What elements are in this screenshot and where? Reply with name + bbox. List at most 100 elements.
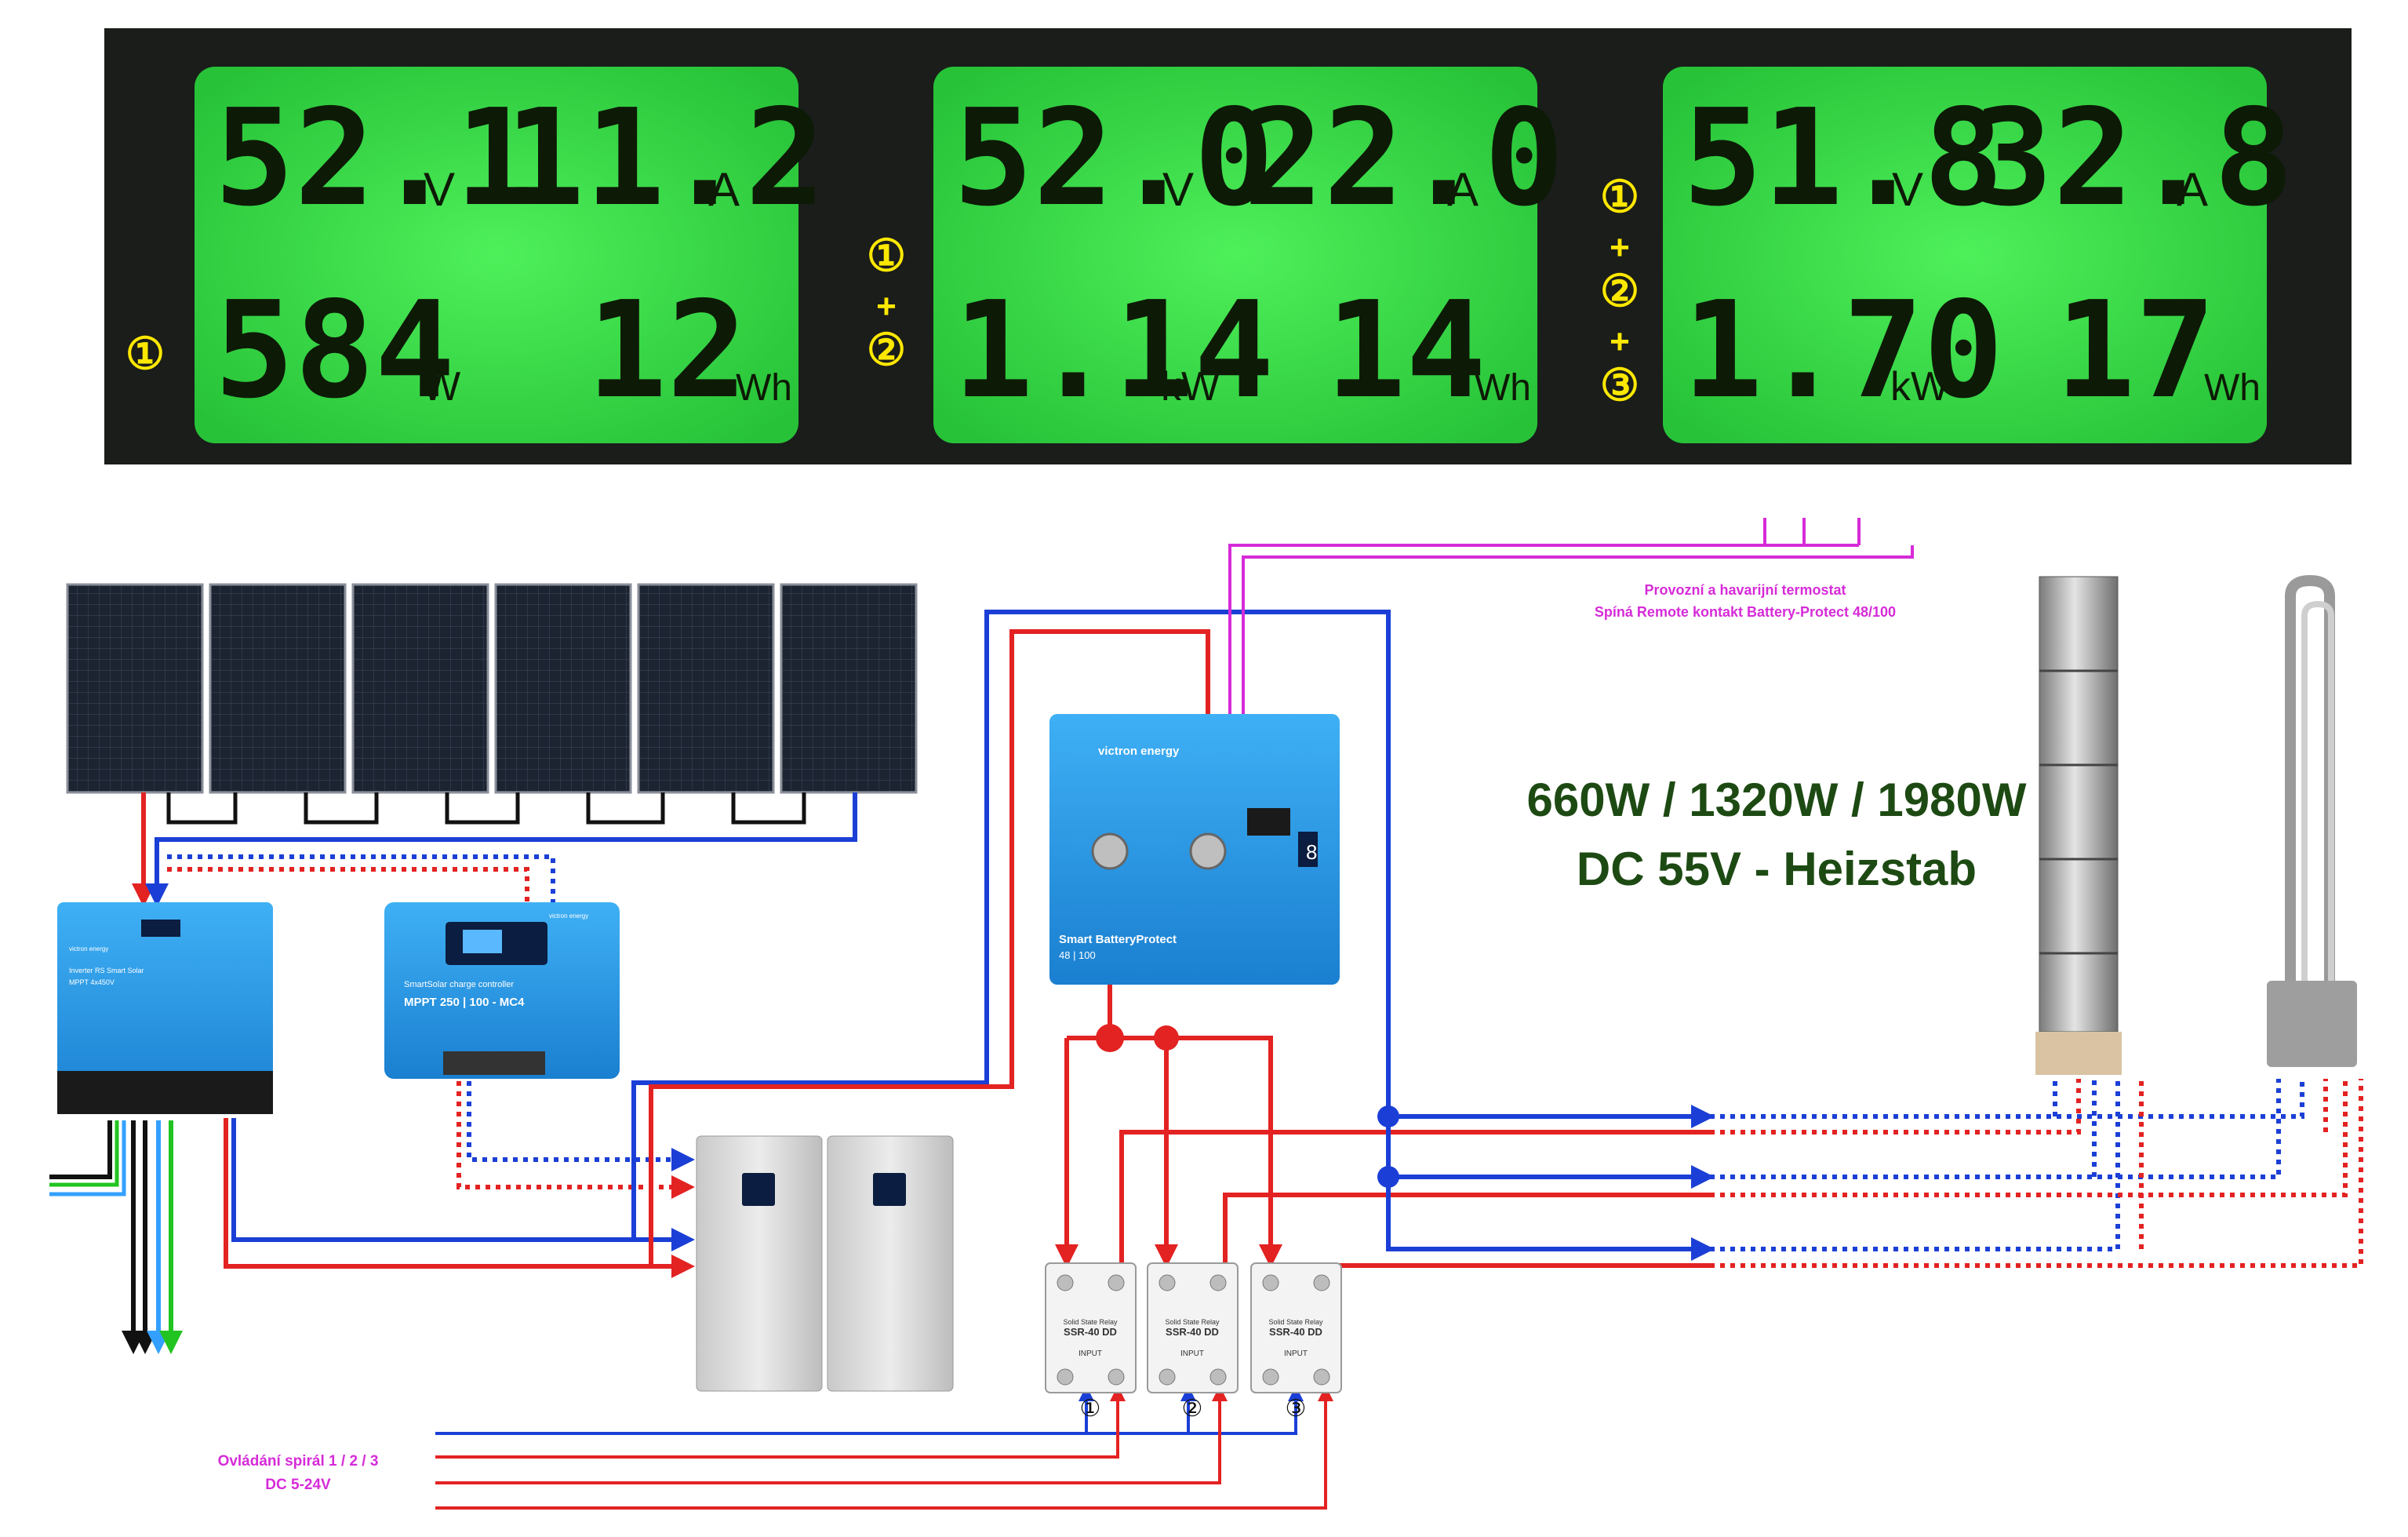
solar-panel — [66, 583, 204, 794]
lcd-current: 22.0 — [1243, 81, 1564, 236]
lcd-power: 1.14 — [953, 273, 1274, 428]
voltage-heading: DC 55V - Heizstab — [1577, 843, 1977, 895]
mppt-battery-positive — [457, 1071, 695, 1199]
lcd-energy: 17 — [2055, 273, 2216, 428]
lcd-power: 1.70 — [1682, 273, 2003, 428]
lcd-power-unit: W — [422, 364, 460, 410]
lcd-screen — [1663, 67, 2267, 443]
lcd-label-1: ① — [125, 329, 165, 378]
inverter-rs-smart-solar: victron energy Inverter RS Smart Solar M… — [57, 902, 273, 1114]
lcd-voltage-unit: V — [1162, 163, 1194, 216]
bp-brand: victron energy — [1098, 745, 1180, 758]
junction-dots — [1096, 1024, 1399, 1188]
heater-element-tubular — [2267, 574, 2357, 1067]
ssr3-output — [1327, 1263, 1710, 1279]
solar-panel — [494, 583, 632, 794]
control-note-2: DC 5-24V — [265, 1477, 331, 1493]
solar-panel — [351, 583, 489, 794]
lcd-current-unit: A — [1447, 163, 1479, 216]
lcd-power-unit: kW — [1161, 364, 1220, 410]
lcd-energy: 14 — [1326, 273, 1486, 428]
lcd-current-unit: A — [708, 163, 740, 216]
ssr-input-label: INPUT — [1079, 1349, 1102, 1358]
lcd-label-token: + — [876, 287, 897, 326]
panel-series-links — [166, 792, 806, 825]
smart-battery-protect: victron energy Smart BatteryProtect 48 |… — [1049, 714, 1340, 985]
thermostat-note-1: Provozní a havarijní termostat — [1644, 582, 1846, 598]
pv-dotted-positive — [167, 867, 529, 902]
lcd-current: 32.8 — [1973, 81, 2293, 236]
ssr-input-label: INPUT — [1180, 1349, 1204, 1358]
ssr-model: SSR-40 DD — [1269, 1326, 1322, 1338]
lcd-current-unit: A — [2177, 163, 2208, 216]
power-heading: 660W / 1320W / 1980W — [1527, 774, 2027, 826]
battery-positive-to-protect — [649, 629, 1220, 1266]
ssr-caption: Solid State Relay — [1063, 1318, 1118, 1326]
bp-name: Smart BatteryProtect — [1059, 933, 1177, 946]
lcd-energy-unit: Wh — [1475, 367, 1531, 409]
lcd-label-token: ① — [125, 329, 165, 378]
ssr-model: SSR-40 DD — [1064, 1326, 1117, 1338]
inverter-label-1: Inverter RS Smart Solar — [69, 967, 144, 974]
lcd-power: 584 — [214, 273, 455, 428]
lcd-energy-unit: Wh — [2204, 367, 2261, 409]
battery-bank — [696, 1135, 954, 1392]
ssr-number: ① — [1080, 1396, 1101, 1422]
solar-array — [66, 583, 918, 794]
lcd-panel-labels: ①①+②①+②+③ — [125, 172, 1639, 410]
ssr-number: ③ — [1286, 1396, 1307, 1422]
lcd-screen — [195, 67, 798, 443]
inverter-label-2: MPPT 4x450V — [69, 978, 115, 986]
ssr-model: SSR-40 DD — [1166, 1326, 1219, 1338]
mppt-charge-controller: SmartSolar charge controller MPPT 250 | … — [384, 902, 620, 1079]
lcd-label-2: ① +② — [867, 231, 906, 374]
lcd-voltage-unit: V — [1892, 163, 1923, 216]
ssr2-output — [1223, 1193, 1710, 1279]
ssr-caption: Solid State Relay — [1165, 1318, 1220, 1326]
mppt-label-2: MPPT 250 | 100 - MC4 — [404, 996, 525, 1009]
lcd-energy-unit: Wh — [736, 367, 792, 409]
lcd-screen — [933, 67, 1537, 443]
bp-model: 48 | 100 — [1059, 949, 1096, 961]
battery-negative-bus — [631, 610, 1391, 1240]
dc-wiring — [49, 518, 2363, 1510]
lcd-label-token: + — [1610, 228, 1630, 267]
inverter-battery-positive — [224, 1118, 695, 1278]
solar-panel — [637, 583, 775, 794]
thermostat-note-2: Spíná Remote kontakt Battery-Protect 48/… — [1595, 604, 1896, 620]
lcd-label-token: ① — [867, 231, 906, 280]
lcd-label-token: ② — [1600, 266, 1639, 315]
heater-element-ceramic — [2035, 576, 2122, 1075]
mppt-battery-negative — [467, 1071, 695, 1171]
lcd-label-token: ② — [867, 325, 906, 374]
solar-panel — [209, 583, 347, 794]
lcd-label-token: ① — [1600, 172, 1639, 221]
inverter-brand: victron energy — [69, 945, 108, 952]
lcd-power-unit: kW — [1890, 364, 1949, 410]
lcd-current: 11.2 — [504, 81, 825, 236]
ssr-caption: Solid State Relay — [1268, 1318, 1323, 1326]
pv-negative-wire — [145, 792, 857, 907]
lcd-voltage: 51.8 — [1682, 81, 2003, 236]
heater-negative-3 — [1386, 1114, 1715, 1261]
mppt-label-1: SmartSolar charge controller — [404, 980, 514, 989]
lcd-label-token: + — [1610, 322, 1630, 361]
solar-panel — [780, 583, 918, 794]
lcd-label-token: ③ — [1600, 360, 1639, 410]
mppt-brand: victron energy — [549, 912, 588, 920]
inverter-battery-negative — [231, 1118, 695, 1251]
lcd-voltage-unit: V — [424, 163, 455, 216]
ssr1-output — [1119, 1130, 1710, 1279]
ssr3-supply — [1067, 1036, 1282, 1268]
ssr-input-label: INPUT — [1284, 1349, 1308, 1358]
